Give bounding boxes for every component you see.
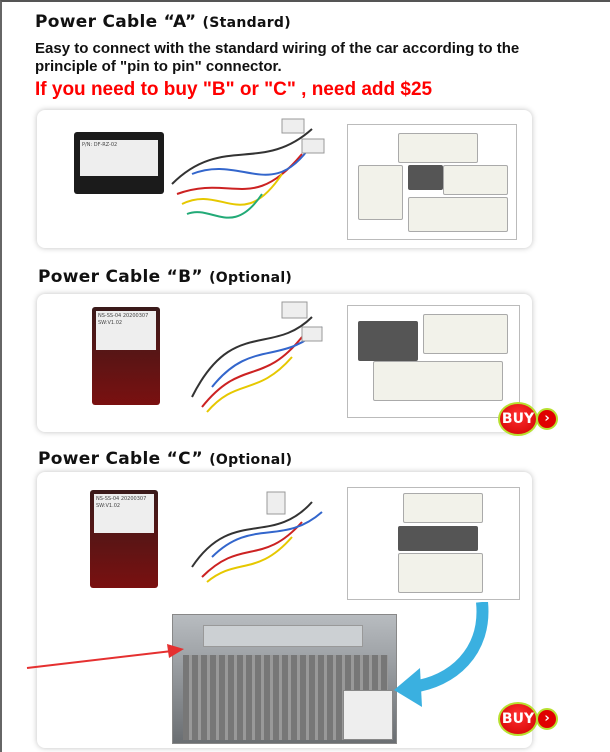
cable-b-connector-image <box>347 305 520 418</box>
cable-a-harness-image <box>171 118 325 219</box>
module-label: NS-SS-04 20200307 SW:V1.02 <box>96 311 156 350</box>
section-a-title: Power Cable “A” (Standard) <box>35 12 291 32</box>
cable-a-module-image: P/N: DF-RZ-02 <box>74 132 164 194</box>
cable-c-connector-image <box>347 487 520 600</box>
cable-c-harness-image <box>191 491 323 583</box>
title-text: Power Cable “C” <box>38 449 204 469</box>
cable-b-module-image: NS-SS-04 20200307 SW:V1.02 <box>92 307 160 405</box>
module-label: P/N: DF-RZ-02 <box>80 140 158 176</box>
subtitle-text: (Standard) <box>202 15 291 31</box>
price-note: If you need to buy "B" or "C" , need add… <box>35 79 433 100</box>
cable-c-module-image: NS-SS-04 20200307 SW:V1.02 <box>90 490 158 588</box>
arrows-overlay <box>26 602 489 707</box>
buy-label: BUY <box>498 402 538 436</box>
chevron-right-icon: › <box>536 408 558 430</box>
module-label: NS-SS-04 20200307 SW:V1.02 <box>94 494 154 533</box>
cable-b-buy-button[interactable]: BUY› <box>498 402 560 436</box>
cable-c-buy-button[interactable]: BUY› <box>498 702 560 736</box>
cable-b-harness-image <box>191 301 323 413</box>
buy-label: BUY <box>498 702 538 736</box>
blue-curved-arrow-icon <box>411 602 489 693</box>
section-a-description: Easy to connect with the standard wiring… <box>35 40 520 75</box>
subtitle-text: (Optional) <box>209 452 293 468</box>
title-text: Power Cable “B” <box>38 267 203 287</box>
title-text: Power Cable “A” <box>35 12 197 32</box>
radio-back-photo <box>172 614 397 744</box>
cable-a-connector-image <box>347 124 517 240</box>
subtitle-text: (Optional) <box>209 270 293 286</box>
red-arrow-icon <box>26 650 173 669</box>
section-b-title: Power Cable “B” (Optional) <box>38 267 292 287</box>
section-c-title: Power Cable “C” (Optional) <box>38 449 292 469</box>
chevron-right-icon: › <box>536 708 558 730</box>
